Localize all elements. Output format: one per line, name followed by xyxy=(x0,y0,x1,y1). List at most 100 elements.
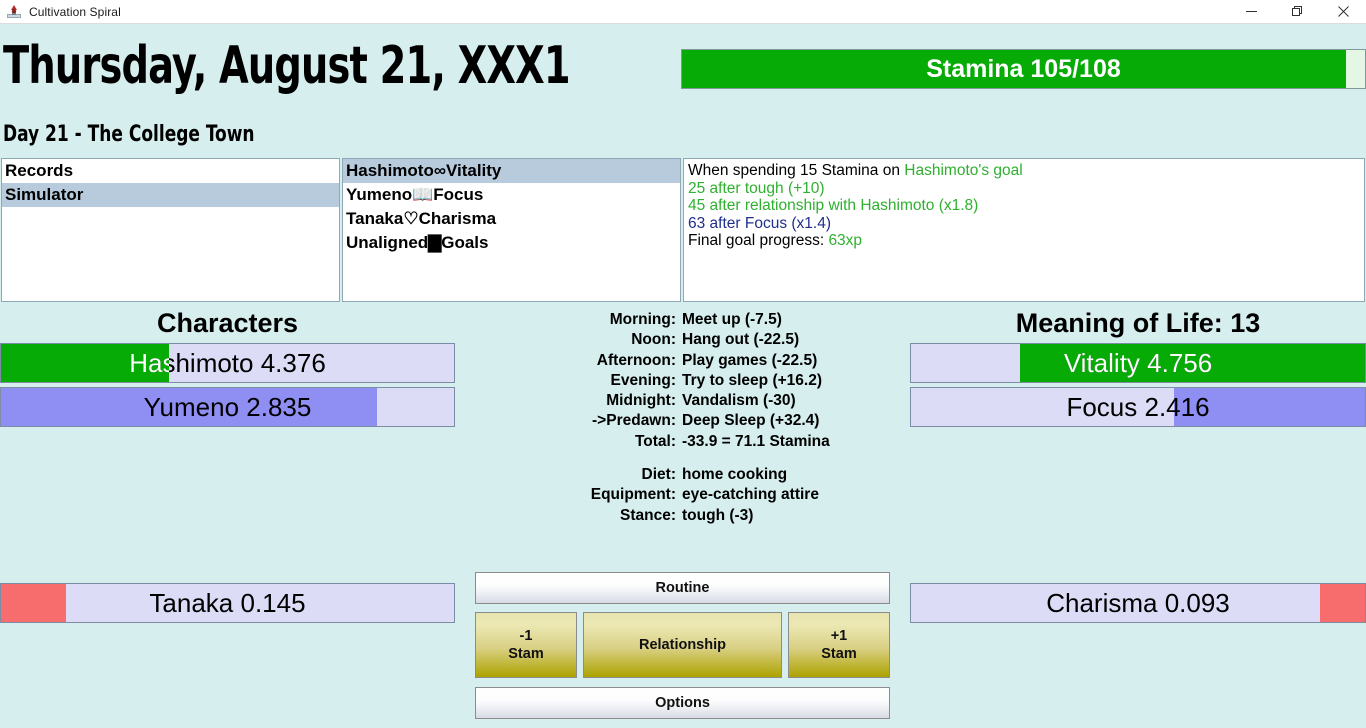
bar-focus-fill xyxy=(1174,388,1365,426)
schedule-key: Midnight: xyxy=(606,392,676,410)
bar-yumeno-fill xyxy=(1,388,377,426)
maximize-icon xyxy=(1291,6,1302,16)
schedule-value[interactable]: Play games (-22.5) xyxy=(682,351,818,369)
list-item-1[interactable]: Yumeno📖Focus xyxy=(346,185,484,204)
characters-heading: Characters xyxy=(156,308,299,338)
setting-value[interactable]: eye-catching attire xyxy=(682,486,819,504)
schedule-value[interactable]: Deep Sleep (+32.4) xyxy=(682,412,820,430)
info-segment: When spending 15 Stamina on xyxy=(688,162,905,179)
app-icon xyxy=(6,4,22,20)
schedule-row: Evening: Try to sleep (+16.2) xyxy=(470,371,890,391)
schedule-key: Morning: xyxy=(609,311,676,328)
minimize-icon xyxy=(1245,11,1257,12)
schedule-row: ->Predawn: Deep Sleep (+32.4) xyxy=(470,411,890,431)
calculation-info-panel: When spending 15 Stamina on Hashimoto's … xyxy=(683,158,1365,302)
schedule-value[interactable]: Try to sleep (+16.2) xyxy=(682,371,822,389)
bar-tanaka-fill xyxy=(1,584,66,622)
stamina-bar[interactable]: Stamina 105/108 xyxy=(681,49,1366,89)
bar-charisma-label: Charisma 0.093 xyxy=(1046,587,1230,618)
list-item-2[interactable]: Tanaka♡Charisma xyxy=(346,209,497,228)
setting-key: Diet: xyxy=(641,466,676,484)
schedule-key: Afternoon: xyxy=(596,351,676,369)
page-title: Thursday, August 21, XXX1 xyxy=(3,36,571,96)
day-location-subtitle: Day 21 - The College Town xyxy=(3,122,255,147)
schedule-row: Midnight: Vandalism (-30) xyxy=(470,391,890,411)
list-item-0[interactable]: Records xyxy=(5,161,74,180)
schedule-row: Noon: Hang out (-22.5) xyxy=(470,330,890,350)
bar-tanaka-label: Tanaka 0.145 xyxy=(149,587,306,618)
bar-hashimoto-label: Hashimoto 4.376 xyxy=(129,347,326,378)
info-line-3: 63 after Focus (x1.4) xyxy=(684,215,1364,233)
info-segment: 45 after relationship with Hashimoto (x1… xyxy=(688,197,979,215)
window-title: Cultivation Spiral xyxy=(29,4,121,19)
schedule-value[interactable]: Meet up (-7.5) xyxy=(682,311,782,328)
schedule-divider xyxy=(470,452,890,465)
header-area: Thursday, August 21, XXX1 Day 21 - The C… xyxy=(0,24,1366,152)
relationship-button-label: Relationship xyxy=(638,637,726,653)
bar-hashimoto-fill xyxy=(1,344,169,382)
close-button[interactable] xyxy=(1320,0,1366,23)
info-line-4: Final goal progress: 63xp xyxy=(684,232,1364,250)
schedule-value[interactable]: Hang out (-22.5) xyxy=(682,331,800,349)
bar-yumeno-label: Yumeno 2.835 xyxy=(143,391,312,422)
routine-button-label: Routine xyxy=(655,580,710,596)
info-segment: 25 after tough (+10) xyxy=(688,179,825,197)
bar-vitality-fill xyxy=(1019,344,1365,382)
info-segment: Final goal progress: xyxy=(688,232,829,250)
info-line-2: 45 after relationship with Hashimoto (x1… xyxy=(684,197,1364,215)
bar-hashimoto-label-overlay: Hashimoto 4.376 xyxy=(1,344,168,382)
list-item-1[interactable]: Simulator xyxy=(2,183,339,207)
info-segment: 63 after Focus (x1.4) xyxy=(688,214,832,232)
stat-bar-focus[interactable]: Focus 2.416 xyxy=(910,387,1366,427)
stamina-bar-fill xyxy=(682,50,1346,88)
schedule-row: Afternoon: Play games (-22.5) xyxy=(470,351,890,371)
meaning-of-life-heading: Meaning of Life: 13 xyxy=(1015,308,1261,338)
schedule-key: Noon: xyxy=(631,331,676,349)
schedule-key: Evening: xyxy=(610,371,676,389)
options-button[interactable]: Options xyxy=(475,687,890,719)
setting-value[interactable]: tough (-3) xyxy=(682,506,754,524)
minimize-button[interactable] xyxy=(1228,0,1274,23)
bar-focus-label: Focus 2.416 xyxy=(1066,391,1210,422)
bar-vitality-label-on-fill: Vitality 4.756 xyxy=(1063,347,1213,378)
relationship-button[interactable]: Relationship xyxy=(583,612,782,678)
list-item-0[interactable]: Hashimoto∞Vitality xyxy=(343,159,680,183)
stat-bar-yumeno[interactable]: Yumeno 2.835 xyxy=(0,387,455,427)
stat-bar-tanaka[interactable]: Tanaka 0.145 xyxy=(0,583,455,623)
setting-value[interactable]: home cooking xyxy=(682,466,788,484)
schedule-value[interactable]: -33.9 = 71.1 Stamina xyxy=(682,432,830,450)
setting-row: Equipment: eye-catching attire xyxy=(470,485,890,505)
schedule-row: Morning: Meet up (-7.5) xyxy=(470,310,890,330)
routine-button[interactable]: Routine xyxy=(475,572,890,604)
setting-key: Equipment: xyxy=(590,486,676,504)
stamina-bar-label: Stamina 105/108 xyxy=(926,54,1121,83)
stat-bar-charisma[interactable]: Charisma 0.093 xyxy=(910,583,1366,623)
info-segment: Hashimoto's goal xyxy=(904,162,1023,179)
maximize-button[interactable] xyxy=(1274,0,1320,23)
daily-schedule: Morning: Meet up (-7.5) Noon: Hang out (-22… xyxy=(470,310,890,526)
info-segment: 63xp xyxy=(828,232,863,250)
schedule-value[interactable]: Vandalism (-30) xyxy=(682,392,796,410)
setting-key: Stance: xyxy=(620,506,676,524)
schedule-key: Total: xyxy=(634,432,676,450)
bar-charisma-fill xyxy=(1319,584,1365,622)
bar-vitality-label-overlay: Vitality 4.756 xyxy=(1020,344,1365,382)
close-icon xyxy=(1337,6,1349,17)
list-item-3[interactable]: Unaligned▇Goals xyxy=(346,233,489,252)
setting-row: Diet: home cooking xyxy=(470,465,890,485)
window-titlebar: Cultivation Spiral xyxy=(0,0,1366,24)
bar-hashimoto-label-on-fill: Hashimoto 4.376 xyxy=(129,347,168,378)
stat-bar-hashimoto[interactable]: Hashimoto 4.376Hashimoto 4.376 xyxy=(0,343,455,383)
bar-vitality-label: Vitality 4.756 xyxy=(1063,347,1213,378)
info-line-1: 25 after tough (+10) xyxy=(684,180,1364,198)
schedule-key: ->Predawn: xyxy=(592,412,676,430)
options-button-label: Options xyxy=(655,695,710,711)
